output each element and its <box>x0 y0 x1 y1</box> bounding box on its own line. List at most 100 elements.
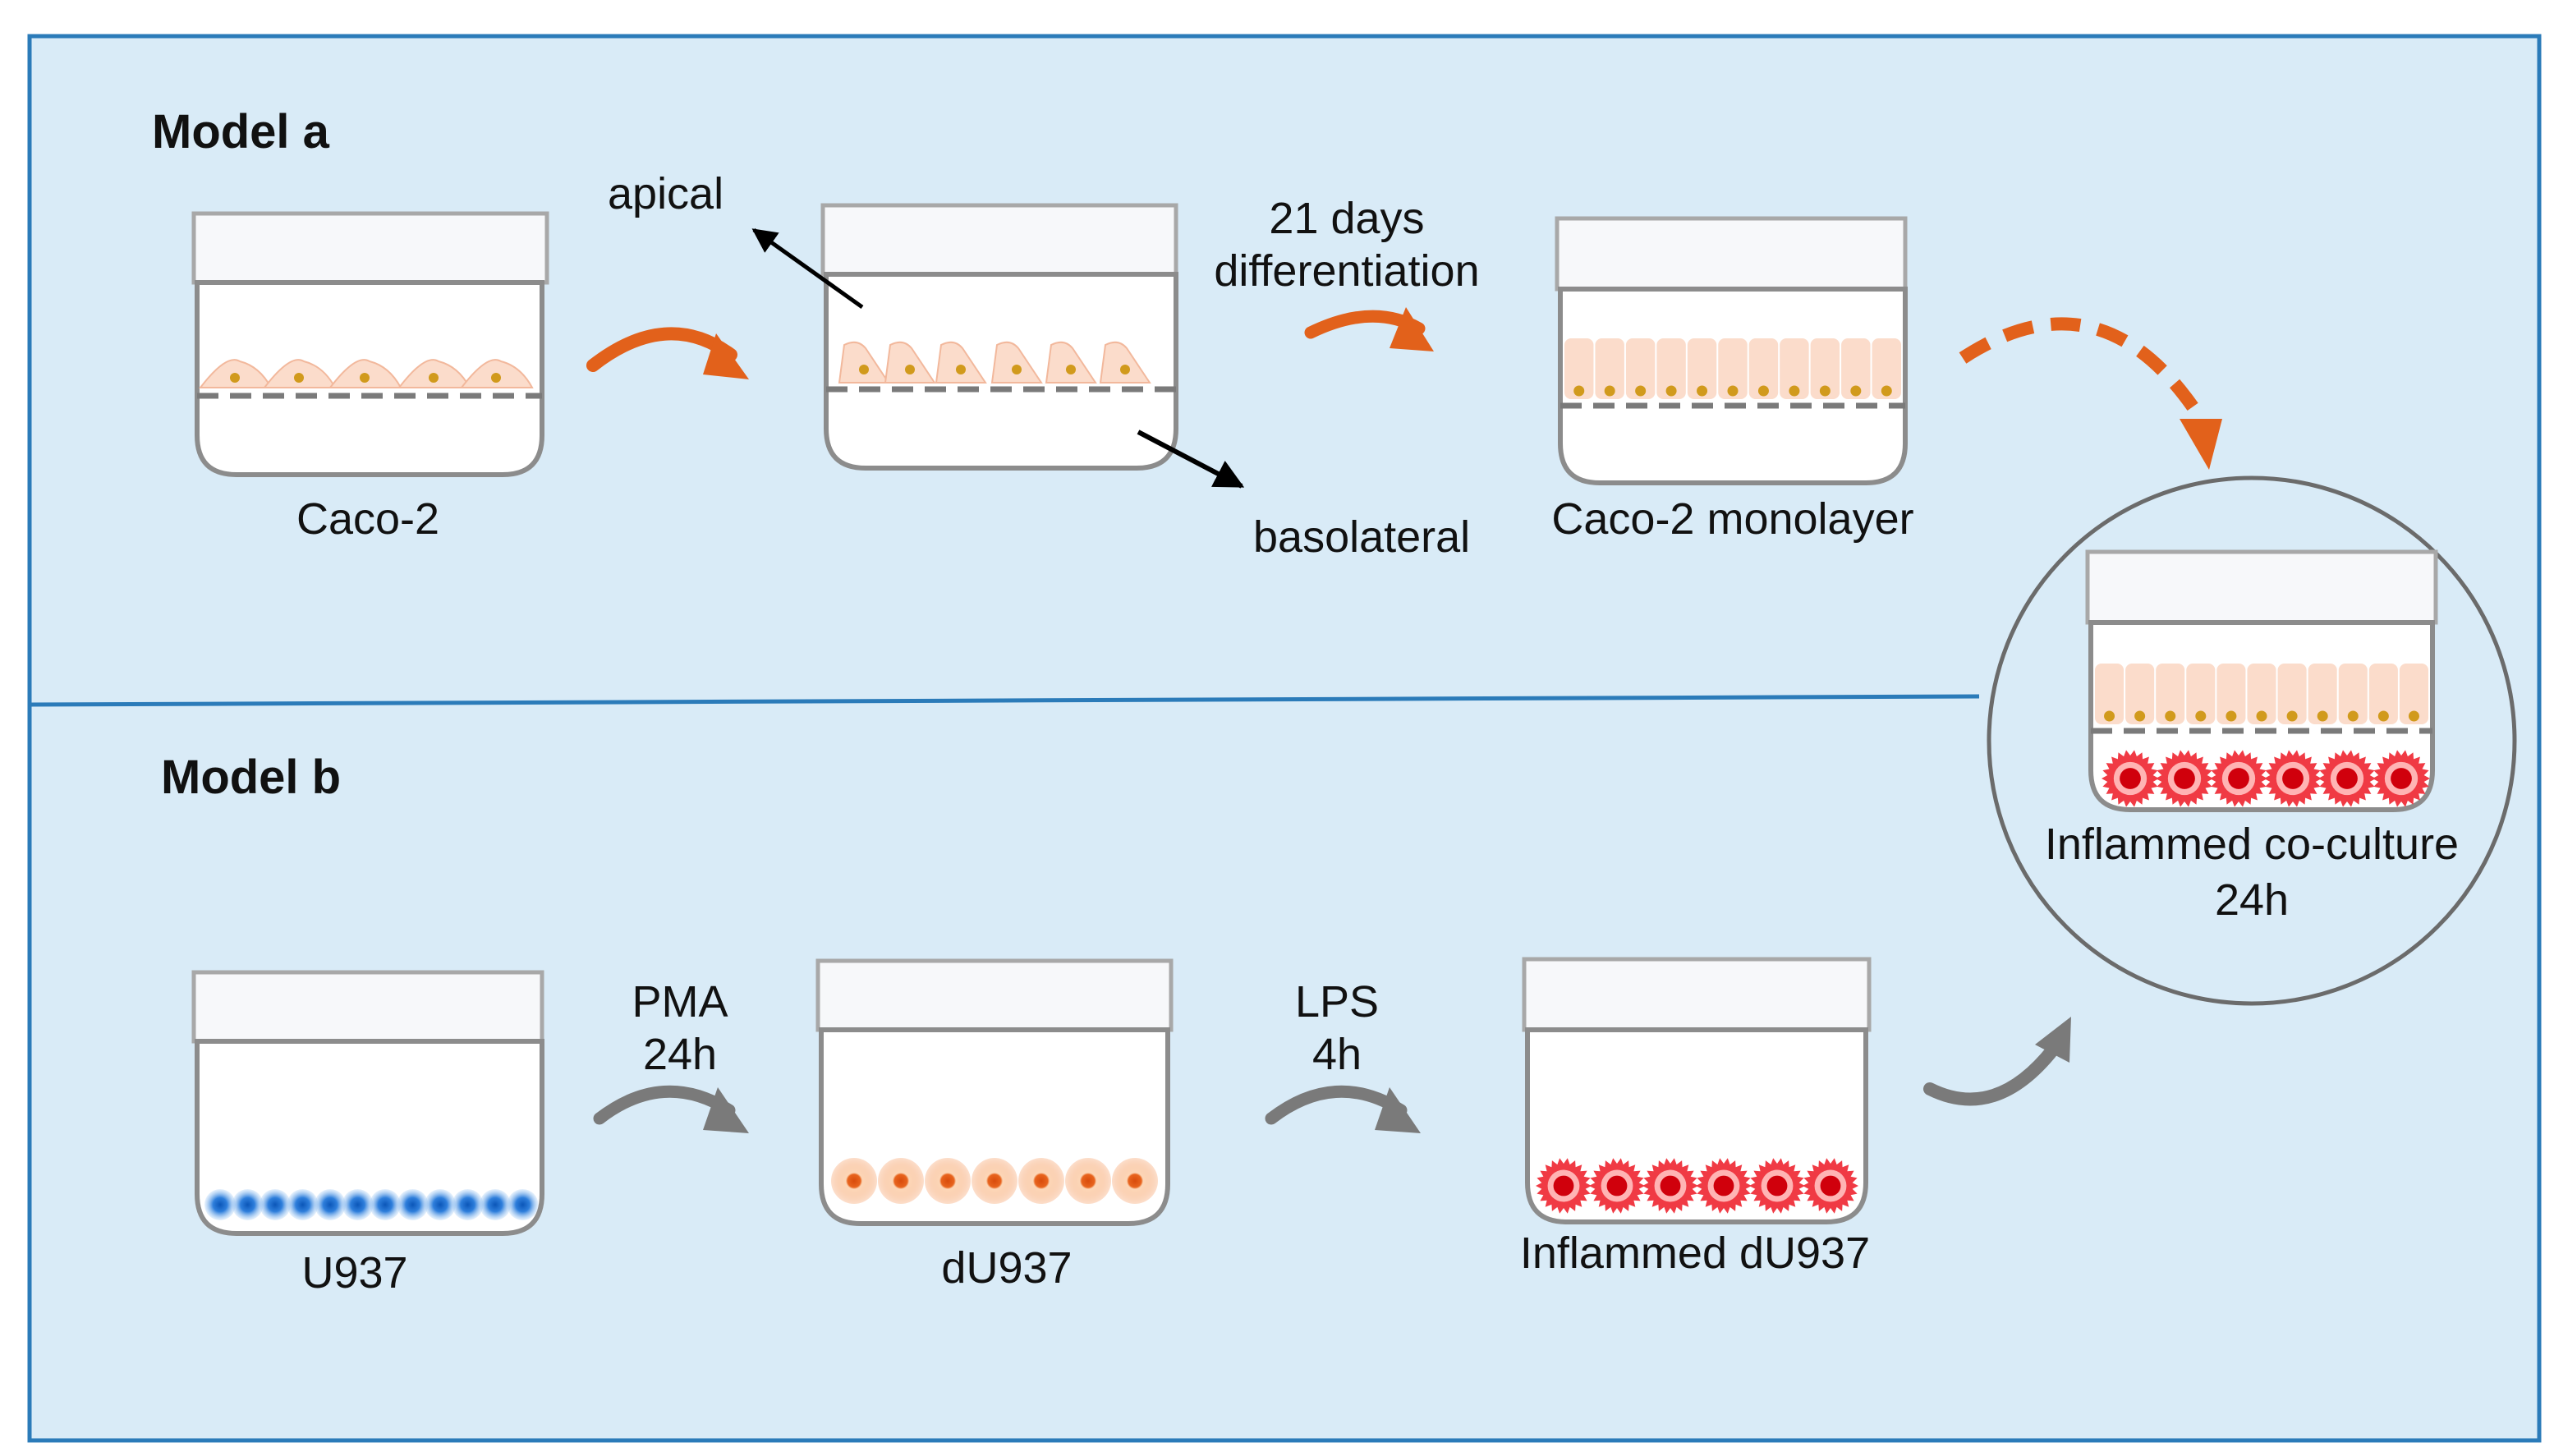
cell-nucleus <box>491 373 501 383</box>
du937-cell <box>972 1158 1017 1204</box>
cell-nucleus <box>1665 385 1677 397</box>
well-caco2-monolayer <box>1555 216 1908 485</box>
du937-cell <box>1112 1158 1158 1204</box>
cell-nucleus <box>1757 385 1769 397</box>
monolayer-cell <box>2368 664 2398 724</box>
du937-cell <box>1065 1158 1111 1204</box>
cell-nucleus <box>1727 385 1739 397</box>
u937-cell <box>397 1189 429 1220</box>
monolayer-cell <box>2247 664 2276 724</box>
cell-nucleus <box>2104 710 2115 722</box>
cell-nucleus <box>1697 385 1708 397</box>
monolayer-cell <box>2277 664 2307 724</box>
inflamed-cell-nucleus <box>2282 768 2304 789</box>
cell-nucleus <box>1573 385 1585 397</box>
cell-nucleus <box>360 373 370 383</box>
inflamed-cell-nucleus <box>1553 1175 1574 1196</box>
well-coculture <box>2085 549 2438 812</box>
caco2-label: Caco-2 <box>296 494 439 544</box>
inflamed-cell-nucleus <box>1820 1175 1841 1196</box>
monolayer-cell <box>2308 664 2337 724</box>
monolayer-cell <box>1872 338 1901 399</box>
u937-cell <box>480 1189 511 1220</box>
cell-nucleus <box>2317 710 2328 722</box>
cell-nucleus <box>2226 710 2237 722</box>
cell-nucleus <box>2408 710 2419 722</box>
u937-cell <box>370 1189 401 1220</box>
u937-cell <box>425 1189 456 1220</box>
du937-cell <box>878 1158 924 1204</box>
arrowhead-orange-dashed <box>2180 419 2222 470</box>
cell-nucleus <box>2195 710 2207 722</box>
well-u937 <box>191 970 544 1236</box>
monolayer-cell <box>1687 338 1717 399</box>
cell-nucleus <box>1066 365 1076 374</box>
polarizing-cell <box>1099 341 1151 384</box>
u937-cell <box>232 1189 264 1220</box>
polarizing-cell <box>990 341 1043 384</box>
u937-cell <box>315 1189 346 1220</box>
inflamed-du937-label: Inflammed dU937 <box>1520 1229 1870 1278</box>
monolayer-cell <box>2216 664 2246 724</box>
differentiation-label-line2: differentiation <box>1214 246 1479 296</box>
monolayer-cell <box>2156 664 2185 724</box>
cell-nucleus <box>2165 710 2176 722</box>
arrowhead-gray-1 <box>703 1087 749 1133</box>
monolayer-cell <box>1564 338 1594 399</box>
monolayer-cell <box>1595 338 1624 399</box>
cell-nucleus <box>1881 385 1892 397</box>
inflamed-cell-nucleus <box>2120 768 2141 789</box>
monolayer-cell <box>2186 664 2216 724</box>
polarizing-cell <box>884 341 936 384</box>
monolayer-cell <box>2338 664 2368 724</box>
inflamed-cell-nucleus <box>1766 1175 1788 1196</box>
panel-divider <box>29 694 1980 707</box>
cell-nucleus <box>1850 385 1862 397</box>
monolayer-cell <box>1810 338 1840 399</box>
inflamed-cell-nucleus <box>2174 768 2195 789</box>
cell-nucleus <box>1120 365 1130 374</box>
arrowhead-gray-3 <box>2035 1017 2071 1063</box>
cell-nucleus <box>2377 710 2389 722</box>
apical-pointer-arrow <box>751 227 864 310</box>
lps-label-line1: LPS <box>1295 977 1379 1027</box>
cell-nucleus <box>1635 385 1647 397</box>
polarizing-cell <box>838 341 890 384</box>
apical-label: apical <box>608 169 723 218</box>
model-a-title: Model a <box>152 105 330 158</box>
du937-cell <box>831 1158 877 1204</box>
monolayer-cell <box>1841 338 1871 399</box>
u937-label: U937 <box>301 1248 407 1298</box>
u937-cell <box>260 1189 291 1220</box>
cell-nucleus <box>2256 710 2267 722</box>
cell-nucleus <box>230 373 240 383</box>
model-b-title: Model b <box>161 751 341 804</box>
du937-cell <box>925 1158 971 1204</box>
inflamed-cell-nucleus <box>2391 768 2412 789</box>
well-apical-basolateral <box>820 203 1178 471</box>
arrowhead-gray-2 <box>1375 1087 1421 1133</box>
cell-nucleus <box>859 365 869 374</box>
well-caco2 <box>191 211 549 477</box>
u937-cell <box>204 1189 236 1220</box>
arrowhead-orange-2 <box>1390 307 1434 351</box>
monolayer-cell <box>1748 338 1779 399</box>
monolayer-cell <box>1718 338 1748 399</box>
cell-nucleus <box>429 373 439 383</box>
monolayer-cell <box>1656 338 1686 399</box>
monolayer-cell <box>2125 664 2155 724</box>
monolayer-cell <box>1625 338 1656 399</box>
inflamed-cell-nucleus <box>1606 1175 1628 1196</box>
cell-nucleus <box>1012 365 1022 374</box>
cell-nucleus <box>956 365 966 374</box>
well-du937 <box>815 958 1174 1226</box>
cell-nucleus <box>1604 385 1615 397</box>
u937-cell <box>287 1189 319 1220</box>
monolayer-cell <box>1780 338 1809 399</box>
cell-nucleus <box>294 373 304 383</box>
pma-label-line1: PMA <box>632 977 728 1027</box>
inflamed-cell-nucleus <box>2228 768 2249 789</box>
cell-nucleus <box>2286 710 2298 722</box>
cell-nucleus <box>2347 710 2359 722</box>
